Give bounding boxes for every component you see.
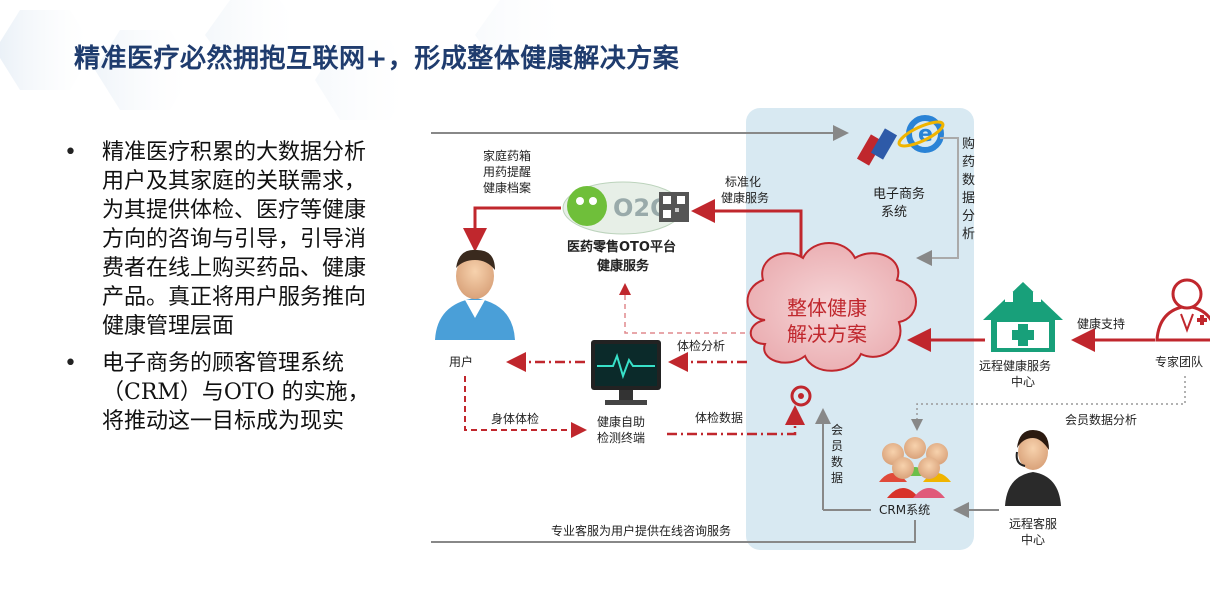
edge-member-data-analysis bbox=[911, 376, 1186, 431]
remote-center-label-1: 远程健康服务 bbox=[979, 358, 1051, 373]
health-terminal-monitor-icon bbox=[591, 340, 661, 405]
terminal-label-1: 健康自助 bbox=[597, 414, 645, 429]
medicine-box-label: 家庭药箱 bbox=[483, 148, 531, 163]
background-hexagon-pattern bbox=[0, 0, 575, 120]
edge-ecommerce-to-center bbox=[916, 137, 959, 266]
purchase-data-char: 分 bbox=[962, 209, 975, 224]
crm-label: CRM系统 bbox=[879, 503, 930, 517]
user-avatar-icon bbox=[435, 249, 515, 340]
member-data-char: 据 bbox=[831, 471, 843, 485]
medicine-box-label: 健康档案 bbox=[483, 180, 531, 195]
health-support-label: 健康支持 bbox=[1077, 316, 1125, 331]
ecommerce-label-1: 电子商务 bbox=[873, 186, 925, 202]
online-consult-label: 专业客服为用户提供在线咨询服务 bbox=[551, 523, 731, 538]
page-title: 精准医疗必然拥抱互联网+，形成整体健康解决方案 bbox=[74, 44, 680, 74]
oto-platform-icon: O2O bbox=[562, 181, 689, 235]
bullet-dot-icon: • bbox=[64, 351, 77, 376]
edge-dashed-to-oto bbox=[619, 283, 745, 334]
bullet-item: • 电子商务的顾客管理系统（CRM）与OTO 的实施，将推动这一目标成为现实 bbox=[60, 349, 380, 436]
crm-customers-icon bbox=[879, 437, 951, 498]
user-label: 用户 bbox=[449, 354, 473, 369]
ecommerce-label-2: 系统 bbox=[881, 205, 907, 220]
standardized-label: 标准化 bbox=[725, 175, 761, 189]
center-label-2: 解决方案 bbox=[787, 322, 867, 346]
health-solution-diagram: e 电子商务 系统 购 药 数 据 分 析 O2O 医药零售OTO平台 健康服务… bbox=[431, 108, 1210, 550]
bullet-item: • 精准医疗积累的大数据分析用户及其家庭的关联需求，为其提供体检、医疗等健康方向… bbox=[60, 138, 380, 341]
edge-online-consult bbox=[431, 520, 916, 543]
member-data-char: 员 bbox=[831, 439, 843, 453]
edge-oto-to-user bbox=[463, 206, 561, 252]
purchase-data-char: 据 bbox=[962, 191, 975, 206]
standardized-label: 健康服务 bbox=[721, 190, 769, 205]
edge-terminal-to-center bbox=[667, 405, 805, 436]
center-label-1: 整体健康 bbox=[787, 296, 867, 320]
bullet-text: 电子商务的顾客管理系统（CRM）与OTO 的实施，将推动这一目标成为现实 bbox=[102, 351, 370, 434]
check-data-label: 体检数据 bbox=[695, 410, 743, 425]
member-data-char: 数 bbox=[831, 454, 843, 469]
remote-cs-label-1: 远程客服 bbox=[1009, 516, 1057, 531]
oto-label: 医药零售OTO平台 bbox=[567, 239, 676, 255]
bullet-list: • 精准医疗积累的大数据分析用户及其家庭的关联需求，为其提供体检、医疗等健康方向… bbox=[60, 138, 380, 444]
member-data-char: 会 bbox=[831, 423, 843, 437]
remote-health-center-icon bbox=[983, 282, 1063, 352]
purchase-data-char: 析 bbox=[962, 227, 975, 242]
bullet-text: 精准医疗积累的大数据分析用户及其家庭的关联需求，为其提供体检、医疗等健康方向的咨… bbox=[102, 140, 367, 339]
purchase-data-char: 药 bbox=[962, 155, 975, 170]
member-data-analysis-label: 会员数据分析 bbox=[1065, 412, 1137, 427]
oto-sublabel: 健康服务 bbox=[597, 258, 650, 274]
edge-center-to-oto bbox=[691, 199, 803, 273]
remote-cs-label-2: 中心 bbox=[1021, 532, 1045, 547]
body-check-label: 身体体检 bbox=[491, 411, 539, 426]
expert-team-icon bbox=[1155, 278, 1210, 342]
expert-team-label: 专家团队 bbox=[1155, 354, 1203, 369]
ecommerce-browser-icon: e bbox=[856, 115, 945, 166]
terminal-label-2: 检测终端 bbox=[597, 430, 645, 445]
physical-analysis-label: 体检分析 bbox=[677, 338, 725, 353]
bullet-dot-icon: • bbox=[64, 140, 77, 165]
edge-user-to-terminal bbox=[464, 376, 587, 438]
purchase-data-char: 购 bbox=[962, 136, 975, 152]
remote-center-label-2: 中心 bbox=[1011, 374, 1035, 389]
purchase-data-char: 数 bbox=[962, 173, 975, 188]
medicine-box-label: 用药提醒 bbox=[483, 164, 531, 179]
remote-customer-service-icon bbox=[1005, 430, 1061, 506]
